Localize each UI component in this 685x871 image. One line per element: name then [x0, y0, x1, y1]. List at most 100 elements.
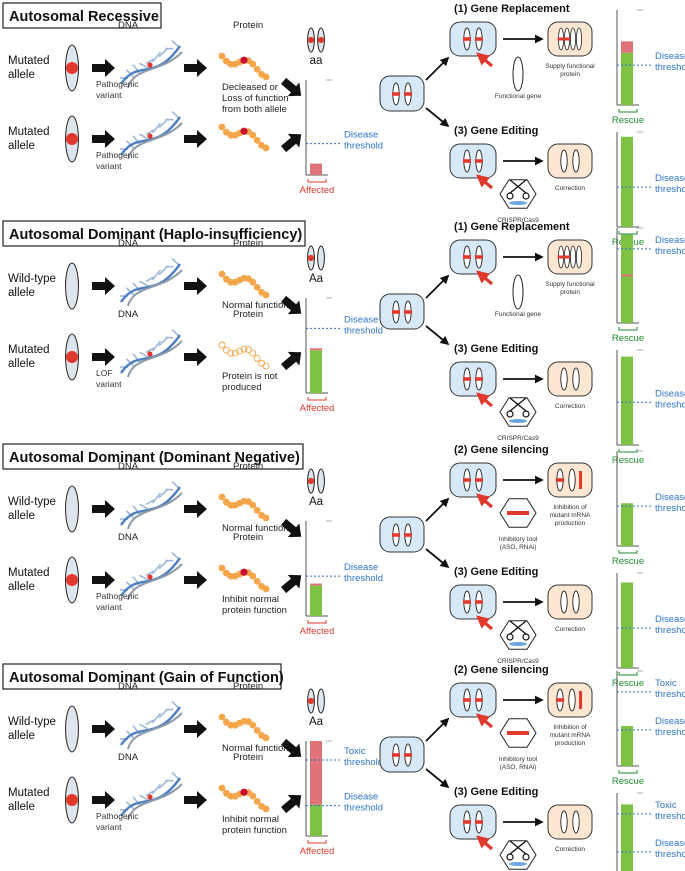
therapy-cell-chromosomes [463, 468, 483, 492]
crispr-scissors [506, 397, 530, 423]
result-cell [547, 361, 593, 397]
dna-strand [127, 340, 183, 378]
dna-helix [120, 700, 183, 750]
affected-label: Affected [300, 846, 335, 857]
result-label-line: protein [560, 71, 580, 78]
affected-label: Affected [300, 185, 335, 196]
delivery-arrow [476, 52, 494, 68]
protein-bead [249, 60, 257, 68]
allele-label-line: allele [8, 140, 35, 152]
disease-threshold-label-line: Disease [655, 173, 685, 184]
result-cell-chromosomes [560, 149, 580, 173]
protein-bead [253, 797, 261, 805]
protein-bead [249, 721, 257, 729]
allele-label-line: allele [8, 287, 35, 299]
bar-green-fill [310, 585, 322, 616]
protein-bead [227, 349, 235, 357]
dna-rung [151, 563, 162, 575]
variant-label-line: variant [96, 379, 122, 389]
result-cell-chromosomes [556, 688, 576, 712]
genotype-label: aa [310, 55, 323, 67]
protein-chain [218, 713, 270, 742]
protein-mutant-bead [240, 127, 248, 135]
tool-label-line: CRISPR/Cas9 [497, 217, 539, 224]
bar-red-cap [310, 348, 322, 351]
result-cell-chromosomes [557, 245, 583, 269]
crispr-scissors [506, 179, 530, 205]
panel-title: Autosomal Dominant (Dominant Negative) [9, 450, 300, 466]
rescue-label: Rescue [612, 115, 644, 126]
protein-chain [218, 784, 270, 813]
therapy-cell-chromosomes [463, 590, 483, 614]
cell-chromosome-mark [563, 37, 571, 41]
variant-label-line: Pathogenic [96, 591, 139, 601]
arrow-shape [184, 500, 207, 518]
dna-label-line: DNA [118, 461, 139, 472]
mutation-dot [307, 697, 315, 705]
dna-helix [120, 771, 183, 821]
disease-threshold-label-line: Disease [344, 314, 378, 325]
cell-chromosome [560, 810, 568, 834]
cell-chromosome [568, 468, 576, 492]
cell-chromosome-mark [475, 820, 483, 824]
therapy-title: (3) Gene Editing [454, 125, 538, 137]
arrow-shape [92, 130, 115, 148]
protein-bead [253, 136, 261, 144]
protein-chain [218, 341, 270, 370]
dna-rung [158, 709, 168, 719]
disease-threshold-label-line: threshold [344, 141, 383, 152]
result-label-line: Inhibition of [553, 724, 586, 731]
dna-rung [151, 51, 162, 63]
cell-chromosome-mark [404, 753, 412, 757]
arrow-shape [281, 351, 302, 371]
patient-cell [379, 516, 425, 553]
protein-label-line: Protein [233, 461, 263, 472]
protein-description-line: Inhibit normal [222, 594, 279, 605]
protein-bead [249, 131, 257, 139]
silencing-block [579, 691, 582, 709]
variant-label-line: LOF [96, 368, 113, 378]
protein-bead [218, 341, 226, 349]
protein-description-line: Normal function [222, 743, 289, 754]
branch-arrow [425, 107, 450, 128]
result-cell-chromosomes [560, 367, 580, 391]
branch-arrow [425, 548, 450, 569]
dna-rung [145, 719, 155, 726]
scissors-handle [522, 633, 530, 641]
chromosome-body [65, 262, 79, 310]
dna-strand [127, 783, 183, 821]
dna-rung [151, 269, 162, 281]
dna-mutation [147, 794, 153, 800]
bar-red-cap [310, 583, 322, 586]
cell-chromosome [570, 27, 577, 51]
step-arrow [184, 720, 207, 738]
protein-mutant-bead [240, 788, 248, 796]
allele-label-line: Wild-type [8, 496, 56, 508]
cell-chromosome-mark [475, 255, 483, 259]
step-arrow [184, 571, 207, 589]
protein-chain [218, 564, 270, 593]
arrow-shape [92, 500, 115, 518]
step-arrow [92, 571, 115, 589]
cell-chromosome [568, 688, 576, 712]
rescue-bar: DiseasethresholdToxicthresholdRescue [612, 670, 685, 787]
bar-green-fill [621, 582, 633, 668]
arrow-shape [92, 59, 115, 77]
therapy-cell-chromosomes [463, 245, 483, 269]
arrow-shape [92, 571, 115, 589]
panel-title-box [2, 220, 306, 247]
dna-rung [145, 58, 155, 65]
bar-bracket [618, 327, 638, 331]
scissors-handle [506, 633, 514, 641]
rescue-bar: DiseasethresholdRescue [612, 131, 685, 248]
bar-bracket [307, 179, 327, 183]
disease-threshold-label-line: Disease [655, 614, 685, 625]
bar-green-fill [310, 350, 322, 393]
therapy-cell-chromosomes [463, 149, 483, 173]
variant-label-line: variant [96, 602, 122, 612]
tool-label-line: Functional gene [495, 93, 542, 100]
cell-chromosome-mark [475, 478, 483, 482]
dna-rung [139, 574, 148, 581]
result-label-line: mutant mRNA [550, 732, 591, 739]
